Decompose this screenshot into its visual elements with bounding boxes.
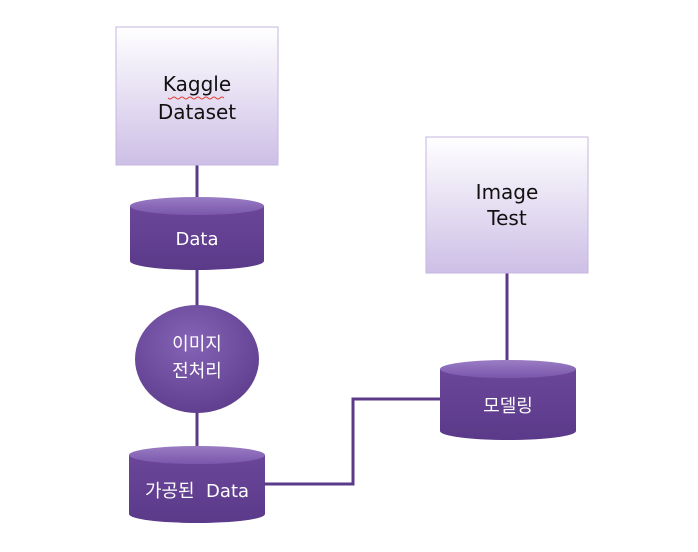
data-database-node: Data [130,197,264,270]
connectors [195,165,509,486]
image-test-box: Image Test [425,136,589,274]
processed-data-label: 가공된 Data [145,481,249,502]
data-node-label: Data [176,229,219,250]
connector-processed-to-modeling [265,397,441,486]
preprocess-node: 이미지 전처리 [135,305,259,413]
kaggle-box-line2: Dataset [158,100,236,124]
image-test-line1: Image [476,180,539,204]
image-test-line2: Test [486,206,527,230]
processed-data-database-node: 가공된 Data [129,446,265,523]
preprocess-line2: 전처리 [172,361,222,382]
preprocess-line1: 이미지 [172,334,222,355]
kaggle-box-line1: Kaggle [163,72,231,96]
spellcheck-squiggle [167,96,225,100]
modeling-database-node: 모델링 [440,360,576,440]
modeling-label: 모델링 [483,396,533,417]
kaggle-dataset-box: Kaggle Dataset [115,26,279,166]
